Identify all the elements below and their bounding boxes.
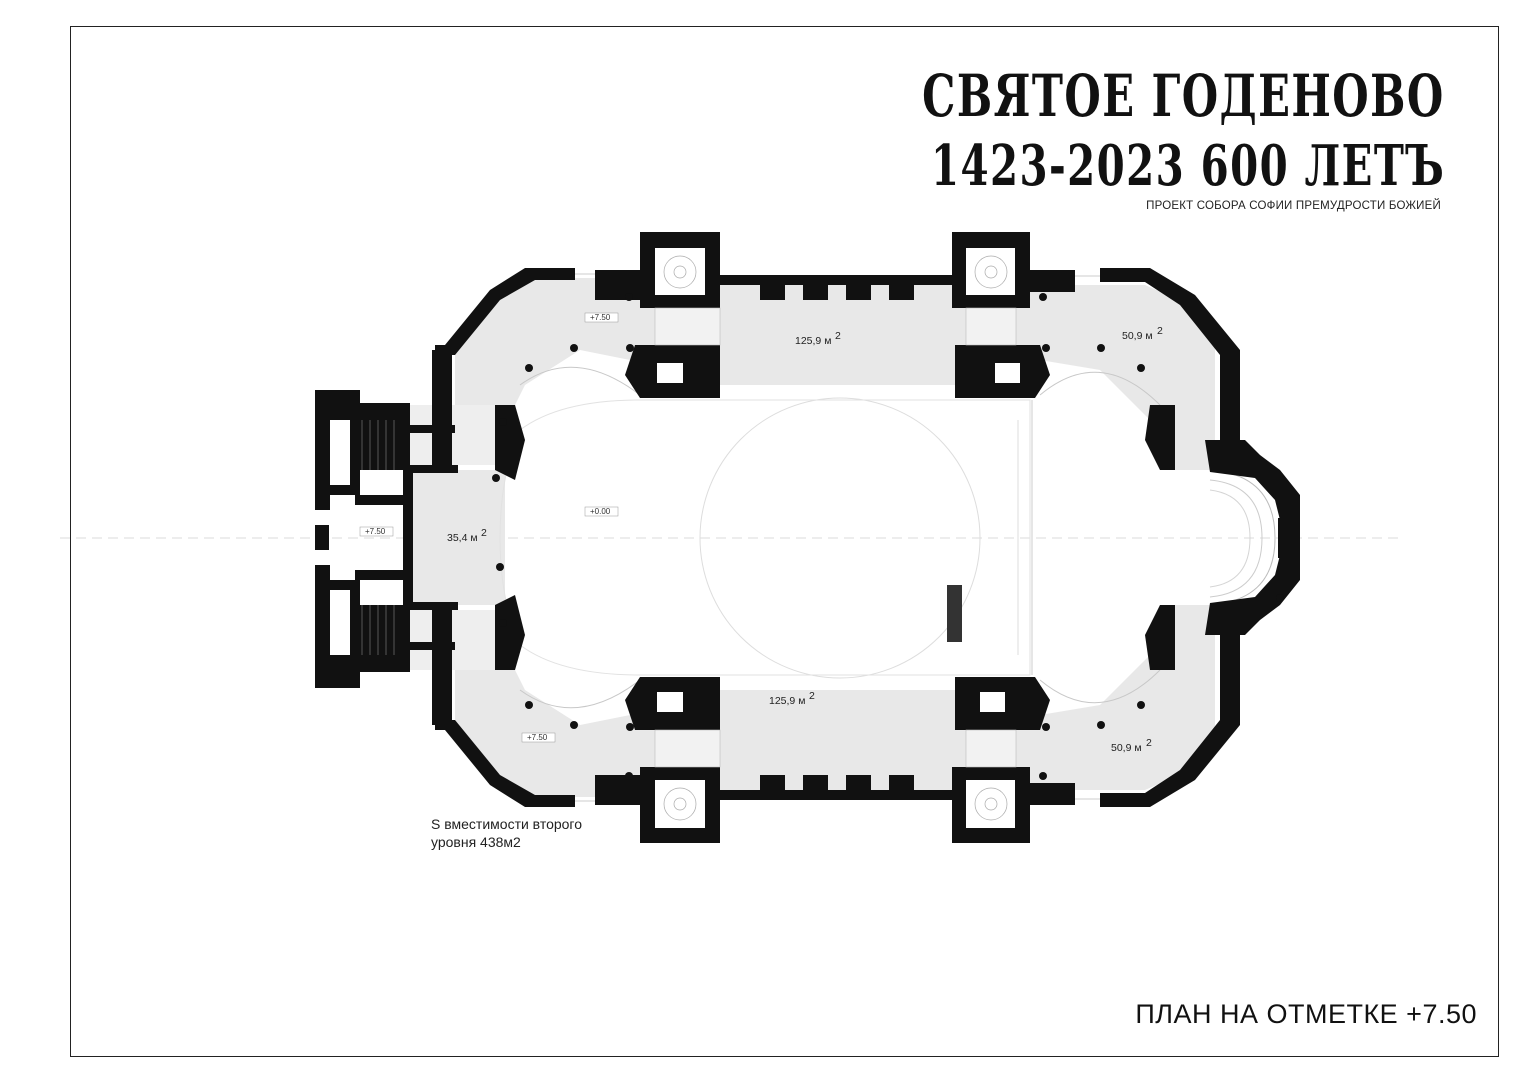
capacity-note-line2: уровня 438м2 [431, 834, 521, 850]
stair-block-south [315, 565, 410, 688]
wall-nw-outer [435, 268, 575, 355]
wall-se-outer [1100, 625, 1240, 807]
wall-west-room-s [403, 602, 458, 610]
tower-ne [952, 232, 1030, 308]
tower-lobbies [654, 307, 1017, 768]
tower-se [952, 767, 1030, 843]
nw-gallery-arc [519, 366, 641, 396]
west-corridor-floor-n [410, 405, 500, 465]
wall-apse-n [1205, 440, 1300, 520]
altar-table [947, 585, 962, 642]
se-gallery-arc [1039, 669, 1161, 704]
project-title: СВЯТОЕ ГОДЕНОВО [922, 62, 1445, 130]
tower-nw [640, 232, 720, 308]
area-north-gallery: 125,9 м [795, 335, 831, 347]
pier-nw [625, 345, 720, 398]
west-room-floor [410, 470, 505, 605]
drawing-frame [70, 26, 1499, 1057]
walls [315, 232, 1300, 843]
area-southeast-room: 50,9 м [1111, 742, 1142, 754]
west-stairs-south [361, 605, 395, 655]
project-dates: 1423-2023 600 ЛЕТЪ [930, 133, 1445, 199]
wall-nw-chamfer [432, 350, 452, 470]
west-corridor-floor-s [410, 610, 500, 670]
svg-text:2: 2 [481, 527, 487, 539]
apse-arc-inner [1209, 479, 1263, 598]
area-northeast-room: 50,9 м [1122, 330, 1153, 342]
spiral-stairs [663, 255, 1008, 821]
wall-apse-s [1205, 555, 1300, 635]
wall-n-west [595, 270, 640, 300]
wall-n-mid [720, 275, 955, 285]
level-mark-sw: +7.50 [527, 733, 548, 742]
wall-west-room-w [403, 465, 413, 610]
project-subtitle: ПРОЕКТ СОБОРА СОФИИ ПРЕМУДРОСТИ БОЖИЕЙ [1146, 200, 1441, 212]
pier-ne [955, 345, 1050, 398]
wall-s-west [595, 775, 640, 805]
ne-gallery-arc [1039, 371, 1161, 406]
west-void-outline [499, 399, 1031, 676]
columns [492, 293, 1284, 780]
apse-arc [1209, 469, 1276, 606]
svg-text:2: 2 [1146, 737, 1152, 749]
apse-arc-inner2 [1209, 489, 1251, 588]
svg-text:2: 2 [1157, 325, 1163, 337]
south-gallery-floor [455, 605, 1215, 797]
level-mark-west-stair: +7.50 [365, 527, 386, 536]
window-marks [575, 273, 1100, 802]
sw-gallery-arc [519, 679, 641, 709]
north-gallery-floor [455, 278, 1215, 470]
tower-sw [640, 767, 720, 843]
west-stairs-north [361, 420, 395, 470]
wall-n-east [1030, 270, 1075, 292]
wall-s-mid [720, 790, 955, 800]
capacity-note-line1: S вместимости второго [431, 816, 583, 832]
pier-e-south [1145, 605, 1175, 670]
pier-e-north [1145, 405, 1175, 470]
level-mark-center: +0.00 [590, 507, 611, 516]
svg-text:2: 2 [835, 330, 841, 342]
pier-w-south [495, 595, 525, 670]
area-south-gallery: 125,9 м [769, 695, 805, 707]
capacity-note: S вместимости второго уровня 438м2 [431, 815, 582, 851]
wall-s-east [1030, 783, 1075, 805]
pier-sw [625, 677, 720, 730]
wall-ne-outer [1100, 268, 1240, 450]
plan-title: ПЛАН НА ОТМЕТКЕ +7.50 [1135, 999, 1477, 1029]
wall-sw-outer [435, 720, 575, 807]
wall-sw-chamfer [432, 605, 452, 725]
pier-w-north [495, 405, 525, 480]
area-west-room: 35,4 м [447, 532, 478, 544]
level-mark-nw: +7.50 [590, 313, 611, 322]
wall-west-room-n [403, 465, 458, 473]
central-dome-outline [699, 397, 981, 679]
pier-se [955, 677, 1050, 730]
svg-text:2: 2 [809, 690, 815, 702]
stair-block-north [315, 390, 410, 510]
